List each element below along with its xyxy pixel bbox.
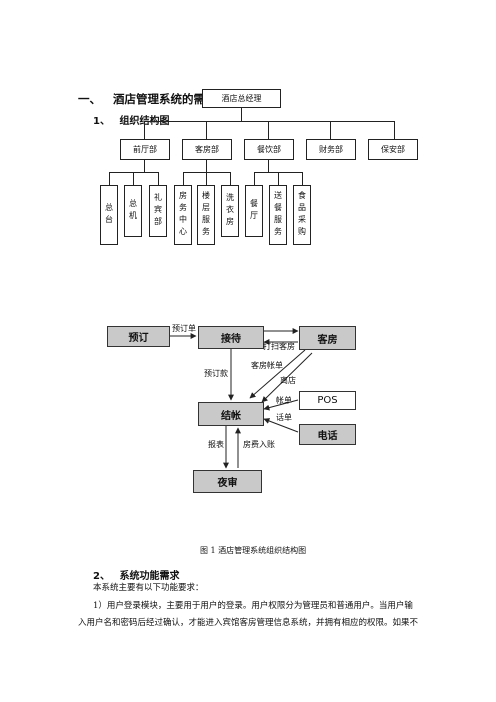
org-dept-box: 客房部: [182, 139, 232, 160]
flow-node-label: 夜审: [217, 478, 238, 489]
org-subunit-box: 礼宾部: [149, 185, 167, 237]
flow-node-phone: 电话: [299, 424, 356, 445]
flow-label-bill: 帐单: [276, 396, 292, 405]
org-dept-box: 前厅部: [120, 139, 170, 160]
org-subunit-box: 总机: [124, 185, 142, 237]
org-dept-label: 保安部: [381, 145, 405, 154]
subsection-title: 系统功能需求: [119, 571, 180, 582]
flow-node-label: 电话: [317, 431, 338, 442]
org-connector: [230, 172, 231, 185]
org-connector: [394, 121, 395, 139]
flow-label-departure: 离店: [280, 376, 296, 385]
org-dept-label: 餐饮部: [257, 145, 281, 154]
flow-label-report: 报表: [208, 440, 224, 449]
body-paragraph: 1）用户登录模块，主要用于用户的登录。用户权限分为管理员和普通用户。当用户输入用…: [78, 601, 419, 628]
org-connector: [144, 121, 145, 139]
section-heading-1: 一、 酒店管理系统的需求: [78, 91, 217, 107]
flow-label-call-slip: 话单: [276, 413, 292, 422]
subsection-number: 2、: [93, 571, 110, 582]
org-dept-label: 财务部: [319, 145, 343, 154]
flow-node-label: 预订: [128, 333, 149, 344]
flow-label-deposit: 预订款: [204, 369, 228, 378]
org-subunit-box: 餐厅: [245, 185, 263, 237]
org-connector: [268, 121, 269, 139]
flow-node-label: 结帐: [221, 410, 241, 422]
flow-node-label: 接待: [221, 334, 241, 345]
flow-arrow-pos-billing: [263, 399, 299, 411]
figure-caption: 图 1 酒店管理系统组织结构图: [200, 546, 307, 555]
section-title: 酒店管理系统的需求: [113, 92, 217, 106]
org-subunit-box: 洗衣房: [221, 185, 239, 237]
org-dept-box: 保安部: [368, 139, 418, 160]
org-subunit-label: 总台: [104, 203, 114, 227]
flow-node-label: 客房: [317, 334, 338, 346]
org-subunit-box: 食品采购: [293, 185, 311, 245]
org-connector: [330, 121, 331, 139]
org-connector: [144, 160, 145, 172]
org-connector: [302, 172, 303, 185]
org-subunit-box: 房务中心: [174, 185, 192, 245]
org-dept-label: 客房部: [195, 145, 219, 154]
flow-arrow-rooms-billing-1: [249, 349, 306, 399]
org-subunit-label: 礼宾部: [153, 193, 163, 229]
org-connector: [206, 121, 207, 139]
org-subunit-box: 送餐服务: [269, 185, 287, 245]
flow-node-pos: POS: [299, 391, 356, 410]
flow-node-night-audit: 夜审: [193, 470, 262, 493]
org-connector: [158, 172, 159, 185]
org-dept-label: 前厅部: [133, 145, 157, 154]
org-connector: [241, 108, 242, 121]
org-connector: [268, 160, 269, 172]
org-subunit-box: 楼层服务: [197, 185, 215, 245]
org-subunit-label: 楼层服务: [201, 191, 211, 239]
org-subunit-label: 食品采购: [297, 191, 307, 239]
org-root-box: 酒店总经理: [202, 89, 281, 108]
org-connector: [144, 121, 394, 122]
org-subunit-label: 洗衣房: [225, 193, 235, 229]
subsection-heading-requirements: 2、 系统功能需求: [93, 567, 179, 582]
org-dept-box: 财务部: [306, 139, 356, 160]
flow-arrow-rooms-billing-2: [261, 352, 313, 403]
flow-label-room-bill: 客房帐单: [251, 361, 283, 370]
org-connector: [183, 172, 184, 185]
org-subunit-label: 房务中心: [178, 191, 188, 239]
org-connector: [278, 172, 279, 185]
org-connector: [254, 172, 255, 185]
org-connector: [206, 160, 207, 172]
flow-node-booking: 预订: [107, 326, 170, 347]
org-subunit-label: 送餐服务: [273, 191, 283, 239]
org-subunit-box: 总台: [100, 185, 118, 245]
org-connector: [206, 172, 207, 185]
flow-node-rooms: 客房: [299, 326, 356, 350]
flow-label-booking-order: 预订单: [172, 324, 196, 333]
body-paragraph: 本系统主要有以下功能要求：: [93, 583, 204, 593]
org-connector: [109, 172, 110, 185]
org-subunit-label: 餐厅: [249, 199, 259, 223]
org-connector: [133, 172, 134, 185]
subsection-number: 1、: [93, 116, 110, 127]
flow-node-billing: 结帐: [198, 402, 264, 426]
flow-node-reception: 接待: [198, 326, 264, 349]
org-connector: [109, 172, 159, 173]
flow-node-label: POS: [317, 395, 338, 406]
org-dept-box: 餐饮部: [244, 139, 294, 160]
section-number: 一、: [78, 92, 101, 106]
flow-arrow-phone-billing: [263, 418, 299, 433]
org-root-label: 酒店总经理: [221, 94, 262, 103]
flow-label-clean-room: 打扫客房: [263, 342, 295, 351]
flow-label-room-charge: 房费入账: [243, 440, 275, 449]
org-subunit-label: 总机: [128, 199, 138, 223]
